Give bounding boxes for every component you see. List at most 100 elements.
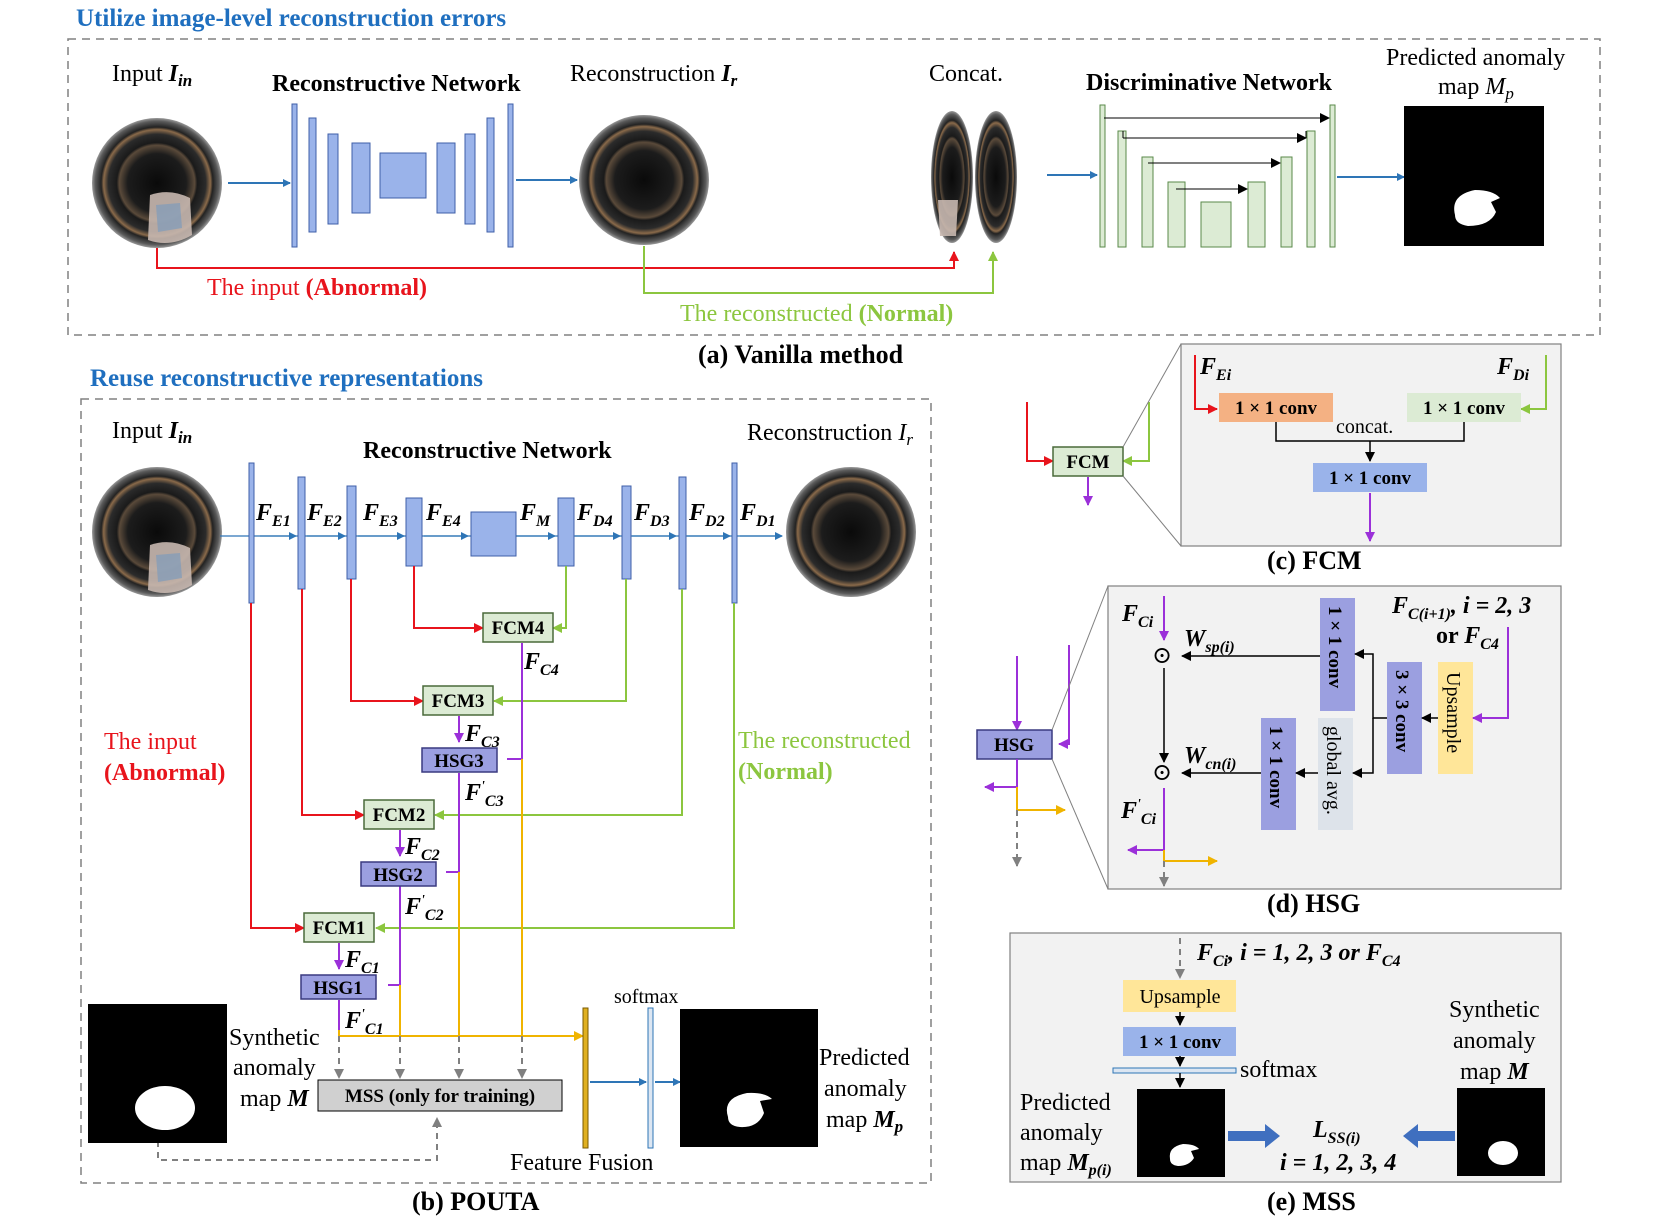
vanilla-frame (67, 38, 1601, 336)
vanilla-recon-net-title: Reconstructive Network (272, 71, 521, 97)
fcm-detail-concat: concat. (1336, 416, 1393, 438)
vanilla-input-label: Input Iin (112, 61, 192, 90)
pouta-fcm3: FCM3 (422, 685, 494, 716)
caption-c: (c) FCM (1267, 546, 1362, 575)
pouta-recon-side-1: The reconstructed (738, 728, 911, 754)
fcm1-label: FCM1 (313, 918, 366, 939)
pouta-recon-net-title: Reconstructive Network (363, 438, 612, 464)
hsg-detail-global-avg: global avg. (1322, 726, 1344, 815)
pouta-pred-1: Predicted (819, 1045, 910, 1071)
hsg-detail-conv2: 1 × 1 conv (1265, 726, 1286, 809)
hsg-detail-input-label-or: or FC4 (1436, 623, 1499, 653)
pouta-fc-labels: FC4 FC3 F'C3 FC2 F'C2 FC1 F'C1 (344, 649, 559, 1038)
hsg3-label: HSG3 (434, 751, 484, 772)
pouta-input-side-2: (Abnormal) (104, 760, 225, 786)
pouta-pred-3: map Mp (826, 1107, 903, 1136)
hsg-detail: HSG FCi ⊙ ⊙ Wsp(i) Wcn(i) F'Ci 1 × 1 con… (976, 585, 1562, 890)
feature-label-fm: FM (519, 500, 551, 530)
pouta-fcm4: FCM4 (482, 612, 554, 643)
fcm-detail-fd: FDi (1496, 354, 1530, 384)
feature-fusion-layer (582, 1007, 589, 1149)
fcm-detail-block: FCM (1066, 452, 1109, 473)
pouta-input-side-1: The input (104, 729, 197, 755)
vanilla-pred-line2: map Mp (1438, 74, 1514, 103)
pouta-softmax-label: softmax (614, 986, 678, 1008)
pouta-synthetic-3: map M (240, 1086, 310, 1112)
vanilla-input-path (156, 248, 959, 269)
feature-label-fe3: FE3 (362, 500, 398, 530)
mss-detail-syn-3: map M (1460, 1059, 1530, 1085)
vanilla-input-image (92, 118, 222, 248)
vanilla-concat-label: Concat. (929, 61, 1003, 87)
fc-label-c1-prime: F'C1 (344, 1007, 384, 1038)
mss-detail-syn-1: Synthetic (1449, 997, 1540, 1023)
pouta-recon-label: Reconstruction Ir (747, 420, 913, 449)
pouta-feature-labels: FE1 FE2 FE3 FE4 FM FD4 FD3 FD2 FD1 (255, 500, 776, 530)
hsg-detail-fci: FCi (1121, 601, 1154, 631)
vanilla-input-path-label: The input (Abnormal) (207, 275, 427, 301)
hsg-detail-upsample: Upsample (1442, 672, 1464, 753)
pouta-pred-2: anomaly (824, 1076, 907, 1102)
hsg-detail-dot2: ⊙ (1152, 760, 1172, 786)
caption-e: (e) MSS (1267, 1187, 1356, 1216)
hsg-detail-conv3: 3 × 3 conv (1391, 670, 1412, 753)
caption-d: (d) HSG (1267, 889, 1360, 918)
vanilla-recon-network (291, 103, 514, 248)
caption-b: (b) POUTA (412, 1187, 540, 1216)
mss-detail-pred-1: Predicted (1020, 1090, 1111, 1116)
vanilla-disc-network (1099, 104, 1336, 248)
pouta-input-label: Input Iin (112, 418, 192, 447)
feature-label-fe2: FE2 (306, 500, 342, 530)
hsg2-label: HSG2 (373, 865, 423, 886)
feature-label-fd2: FD2 (688, 500, 725, 530)
feature-label-fe4: FE4 (425, 500, 461, 530)
vanilla-concat-images (931, 111, 1017, 243)
fcm-detail-conv-left: 1 × 1 conv (1235, 398, 1318, 419)
fcm4-label: FCM4 (492, 618, 545, 639)
pouta-recon-image (786, 467, 916, 597)
vanilla-recon-path-label: The reconstructed (Normal) (680, 301, 953, 327)
pouta-frame (80, 398, 932, 1184)
section-title-top: Utilize image-level reconstruction error… (76, 5, 506, 32)
pouta-hsg1: HSG1 (300, 974, 377, 1000)
fc-label-c4: FC4 (523, 649, 559, 679)
pouta-hsg3: HSG3 (421, 747, 498, 773)
hsg-detail-fci-prime: F'Ci (1120, 797, 1157, 828)
pouta-feature-fusion-label: Feature Fusion (510, 1150, 653, 1176)
fc-label-c1: FC1 (344, 947, 380, 977)
pouta-input-image (92, 467, 222, 597)
mss-label: MSS (only for training) (345, 1086, 535, 1107)
hsg-detail-wsp: Wsp(i) (1184, 626, 1235, 656)
mss-detail-pred-2: anomaly (1020, 1120, 1103, 1146)
pouta-fcm1: FCM1 (303, 912, 375, 943)
pouta-red-skip-paths (250, 566, 484, 933)
section-title-bottom: Reuse reconstructive representations (90, 365, 483, 392)
mss-detail-syn-2: anomaly (1453, 1028, 1536, 1054)
pouta-purple-paths (334, 643, 523, 1030)
mss-detail-upsample: Upsample (1139, 986, 1220, 1008)
vanilla-pred-map (1404, 106, 1544, 246)
vanilla-pred-line1: Predicted anomaly (1386, 45, 1565, 71)
hsg-detail-wcn: Wcn(i) (1184, 743, 1236, 773)
fcm2-label: FCM2 (373, 805, 426, 826)
vanilla-disc-net-title: Discriminative Network (1086, 70, 1333, 96)
hsg-detail-input-label: FC(i+1), i = 2, 3 (1391, 593, 1531, 623)
fcm-detail-fe: FEi (1199, 354, 1232, 384)
pouta-green-skip-paths (375, 566, 735, 933)
pouta-mss-box: MSS (only for training) (317, 1079, 563, 1112)
fc-label-c3-prime: F'C3 (464, 779, 504, 810)
mss-detail-conv: 1 × 1 conv (1139, 1032, 1222, 1053)
pouta-synthetic-1: Synthetic (229, 1025, 320, 1051)
caption-a: (a) Vanilla method (698, 340, 904, 369)
pouta-recon-side-2: (Normal) (738, 759, 833, 785)
fc-label-c2: FC2 (404, 834, 440, 864)
feature-label-fd1: FD1 (739, 500, 776, 530)
mss-detail: FCi, i = 1, 2, 3 or FC4 Upsample 1 × 1 c… (1009, 932, 1562, 1183)
pouta-fcm2: FCM2 (363, 799, 435, 830)
hsg1-label: HSG1 (313, 978, 363, 999)
mss-detail-top-label: FCi, i = 1, 2, 3 or FC4 (1196, 940, 1401, 970)
pouta-synthetic-map (88, 1004, 227, 1143)
fcm-detail: FCM FEi FDi 1 × 1 conv 1 × 1 conv concat… (1026, 343, 1562, 547)
fcm-detail-conv-out: 1 × 1 conv (1329, 468, 1412, 489)
